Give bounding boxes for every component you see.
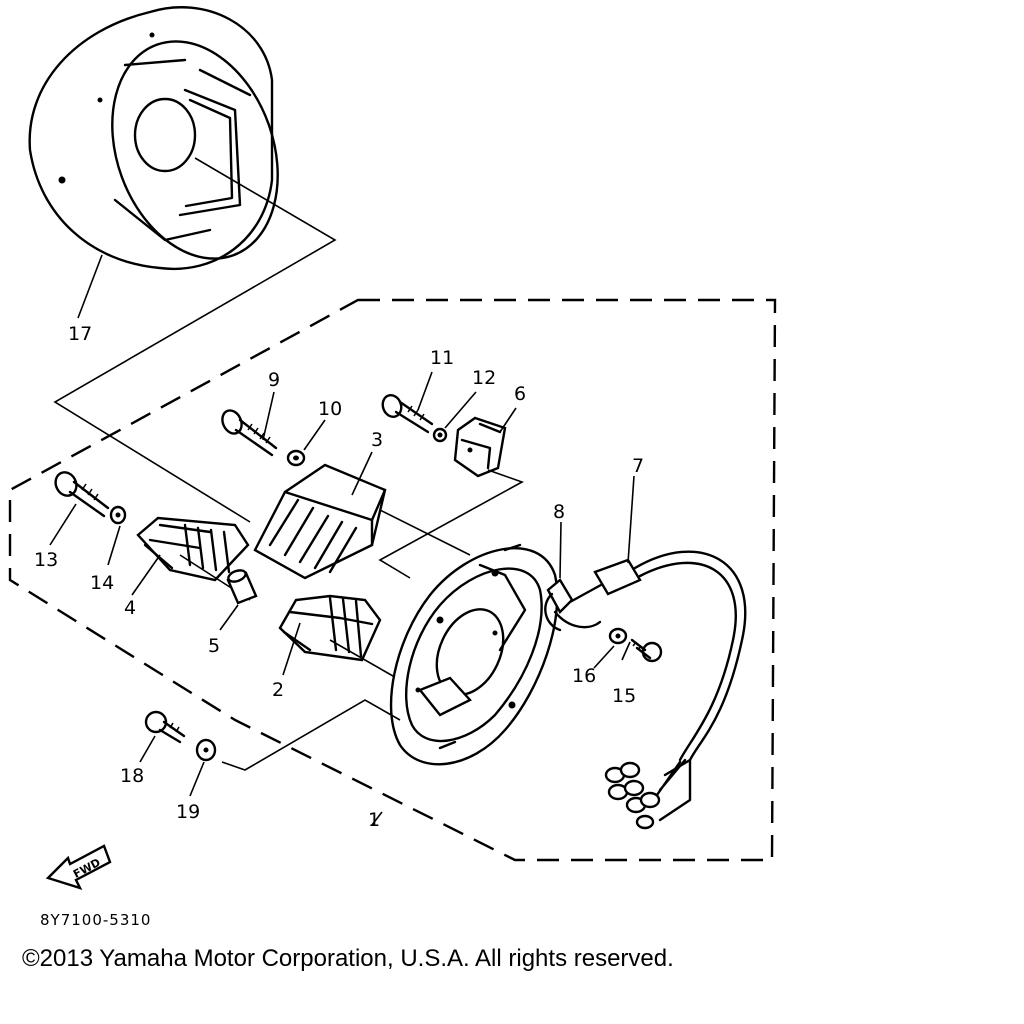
callout-1: 1	[368, 809, 380, 831]
callout-19: 19	[176, 801, 200, 823]
spacer-5	[226, 569, 258, 605]
stator-base-plate-1	[389, 543, 559, 766]
assembly-line-19	[221, 699, 401, 771]
callout-3: 3	[371, 429, 383, 451]
copyright-notice: ©2013 Yamaha Motor Corporation, U.S.A. A…	[22, 945, 674, 972]
leader-lines	[49, 254, 635, 826]
washer-16	[608, 627, 628, 645]
screw-15	[630, 638, 663, 663]
assembly-lines-rotor	[53, 157, 337, 523]
assembly-outline-group-1	[8, 298, 777, 862]
callout-8: 8	[553, 501, 565, 523]
pickup-coil-6	[453, 416, 507, 478]
drawing-code: 8Y7100-5310	[40, 911, 151, 929]
flywheel-rotor	[28, 6, 279, 271]
callout-15: 15	[612, 685, 636, 707]
callout-4: 4	[124, 597, 136, 619]
lighting-coil-3	[253, 463, 387, 580]
screw-18	[144, 710, 186, 744]
callout-12: 12	[472, 367, 496, 389]
callout-16: 16	[572, 665, 596, 687]
assembly-line-3	[379, 509, 471, 556]
screw-13	[54, 471, 110, 518]
forward-direction-arrow: FWD	[45, 844, 112, 890]
washer-19	[195, 738, 217, 762]
callout-17: 17	[68, 323, 92, 345]
callout-9: 9	[268, 369, 280, 391]
coil-4	[136, 516, 250, 582]
callout-5: 5	[208, 635, 220, 657]
connector-terminals	[604, 761, 661, 830]
assembly-line-2	[329, 639, 401, 681]
assembly-line-6	[378, 469, 524, 579]
screw-9	[221, 409, 278, 457]
callout-7: 7	[632, 455, 644, 477]
wire-harness-7	[553, 550, 747, 830]
callout-13: 13	[34, 549, 58, 571]
callout-18: 18	[120, 765, 144, 787]
callout-11: 11	[430, 347, 454, 369]
coil-2	[278, 594, 382, 662]
callout-14: 14	[90, 572, 114, 594]
screw-11	[381, 394, 434, 434]
callout-6: 6	[514, 383, 526, 405]
washer-12	[432, 427, 448, 443]
washer-10	[286, 449, 306, 467]
callout-labels: 1 2 3 4 5 6 7 8 9 10 11 12 13 14 15 16 1…	[34, 323, 644, 831]
callout-10: 10	[318, 398, 342, 420]
washer-14	[109, 505, 127, 525]
callout-2: 2	[272, 679, 284, 701]
